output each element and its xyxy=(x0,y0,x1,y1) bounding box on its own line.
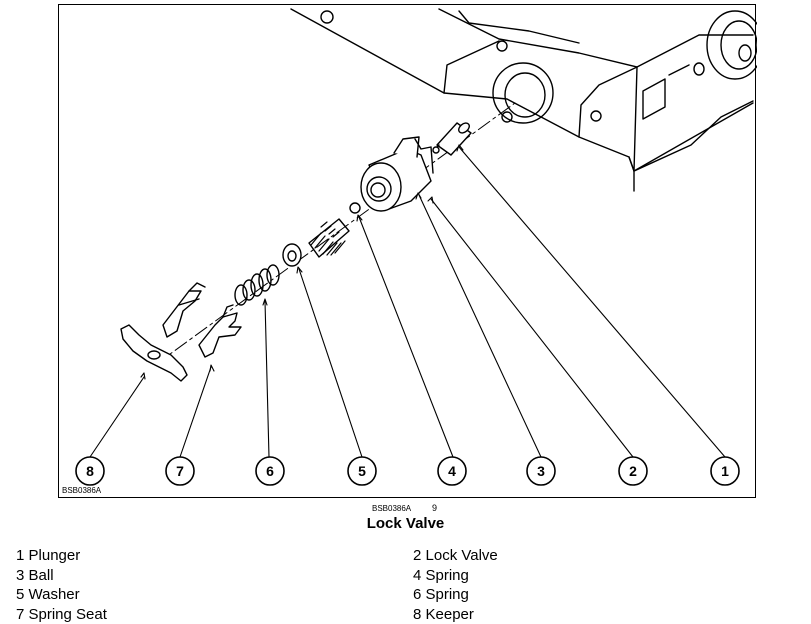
callout-label-8: 8 xyxy=(86,463,94,479)
callout-label-2: 2 xyxy=(629,463,637,479)
callout-1 xyxy=(710,456,740,486)
legend-item: 8 Keeper xyxy=(413,605,474,623)
legend-item: 1 Plunger xyxy=(16,547,81,564)
lock-valve xyxy=(360,136,434,212)
legend-left-column: 1 Plunger 3 Ball 5 Washer 7 Spring Seat xyxy=(16,546,107,624)
leader-lines xyxy=(89,144,726,458)
callout-2 xyxy=(618,456,648,486)
legend-item: 7 Spring Seat xyxy=(16,605,107,623)
callout-label-7: 7 xyxy=(176,463,184,479)
spring-seat xyxy=(162,282,242,358)
callout-label-3: 3 xyxy=(537,463,545,479)
callout-5 xyxy=(347,456,377,486)
callout-4 xyxy=(437,456,467,486)
callout-7 xyxy=(165,456,195,486)
callout-8 xyxy=(75,456,105,486)
caption-title: Lock Valve xyxy=(366,515,445,532)
caption-number: 9 xyxy=(432,503,438,513)
legend-item: 4 Spring xyxy=(413,566,469,584)
spring-6 xyxy=(234,264,280,306)
callout-circles xyxy=(75,456,740,486)
legend-item: 6 Spring xyxy=(413,586,469,603)
callout-label-5: 5 xyxy=(358,463,366,479)
legend-item: 5 Washer xyxy=(16,586,80,603)
legend-item: 3 Ball xyxy=(16,566,54,584)
diagram-drawing: 8 7 6 5 4 3 2 1 xyxy=(75,8,757,486)
legend-item: 2 Lock Valve xyxy=(413,547,498,564)
callout-label-4: 4 xyxy=(448,463,456,479)
valve-body-housing xyxy=(290,8,757,192)
callout-3 xyxy=(526,456,556,486)
exploded-diagram: 8 7 6 5 4 3 2 1 xyxy=(58,4,757,498)
washer xyxy=(282,243,302,267)
figure-reference-code: BSB0386A xyxy=(62,486,102,495)
plunger xyxy=(432,122,472,156)
callout-label-6: 6 xyxy=(266,463,274,479)
ball xyxy=(349,202,361,214)
callout-label-1: 1 xyxy=(721,463,729,479)
keeper xyxy=(120,324,188,382)
spring-4 xyxy=(308,218,350,258)
caption-code: BSB0386A xyxy=(372,504,412,513)
legend-right-column: 2 Lock Valve 4 Spring 6 Spring 8 Keeper xyxy=(413,546,498,624)
callout-6 xyxy=(255,456,285,486)
